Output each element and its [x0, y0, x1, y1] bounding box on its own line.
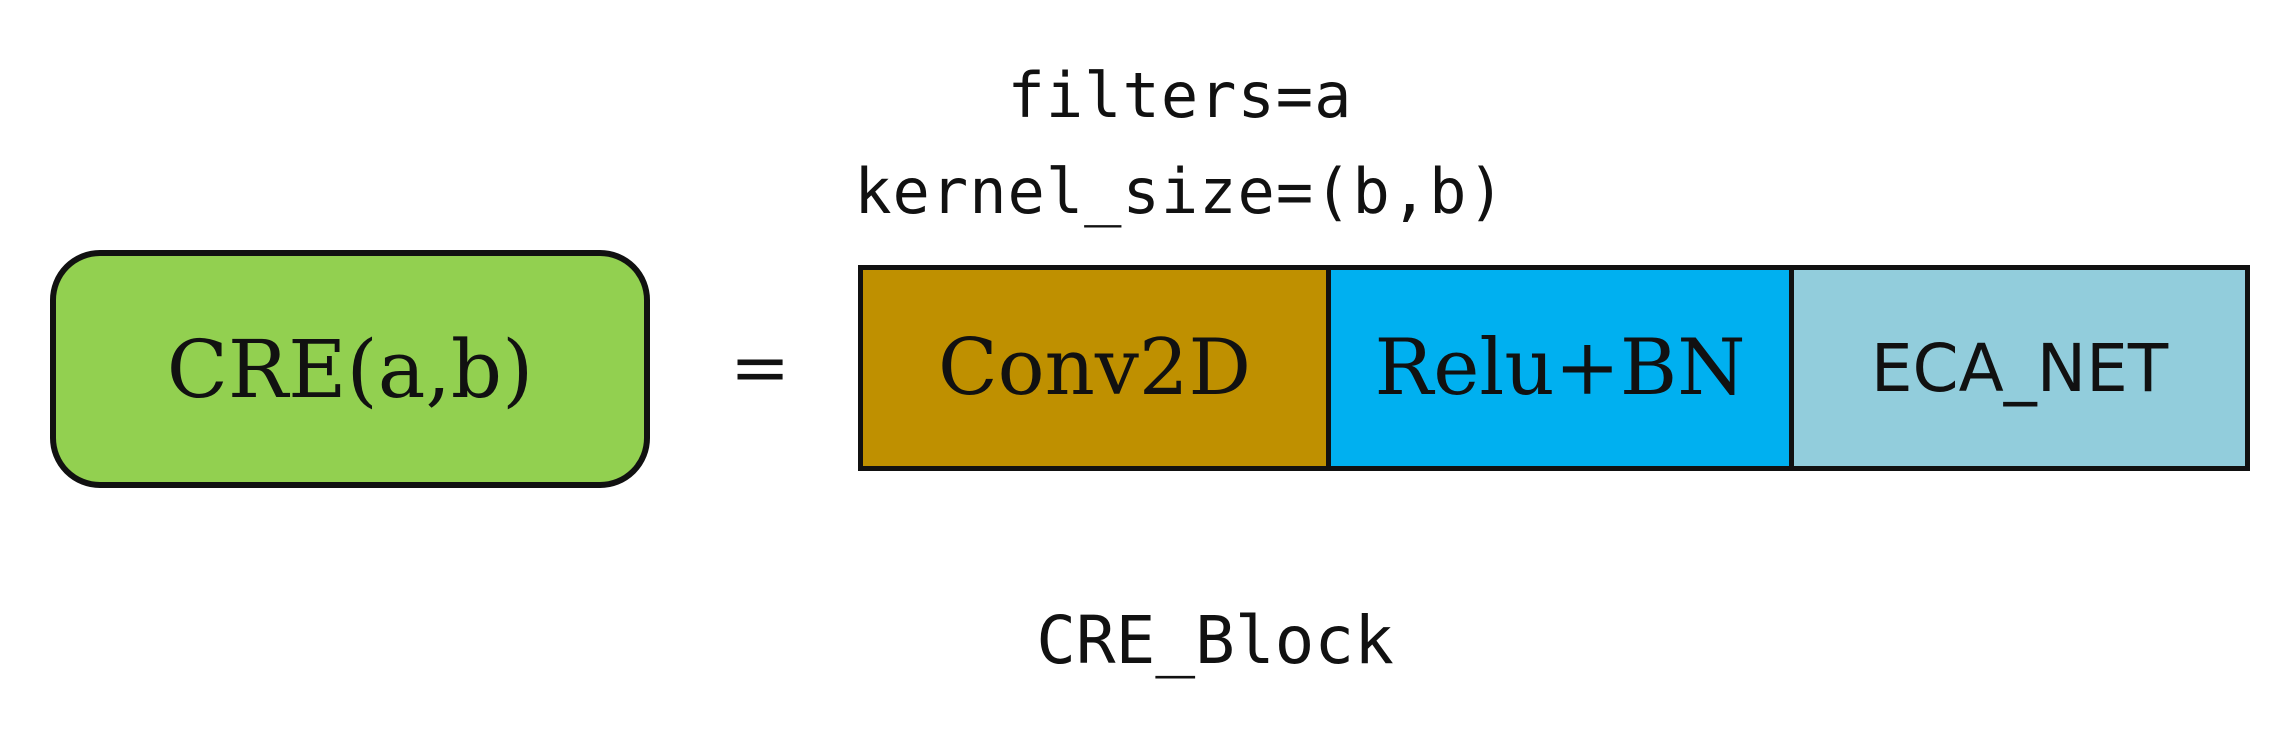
kernel-size-param: kernel_size=(b,b) [854, 155, 1506, 228]
cre-block-diagram: Conv2D Relu+BN ECA_NET [858, 265, 2250, 471]
cre-function-label: CRE(a,b) [166, 322, 534, 416]
conv2d-layer-label: Conv2D [937, 323, 1252, 413]
cre-function-box: CRE(a,b) [50, 250, 650, 488]
filters-param: filters=a [1007, 59, 1353, 132]
eca-net-layer-label: ECA_NET [1870, 329, 2169, 407]
diagram-caption: CRE_Block [1036, 602, 1394, 679]
layer-parameters: filters=a kernel_size=(b,b) [800, 48, 1560, 240]
eca-net-layer-box: ECA_NET [1789, 270, 2245, 466]
conv2d-layer-box: Conv2D [863, 270, 1326, 466]
relu-bn-layer-box: Relu+BN [1326, 270, 1789, 466]
equals-sign: = [729, 325, 791, 409]
relu-bn-layer-label: Relu+BN [1374, 323, 1746, 413]
